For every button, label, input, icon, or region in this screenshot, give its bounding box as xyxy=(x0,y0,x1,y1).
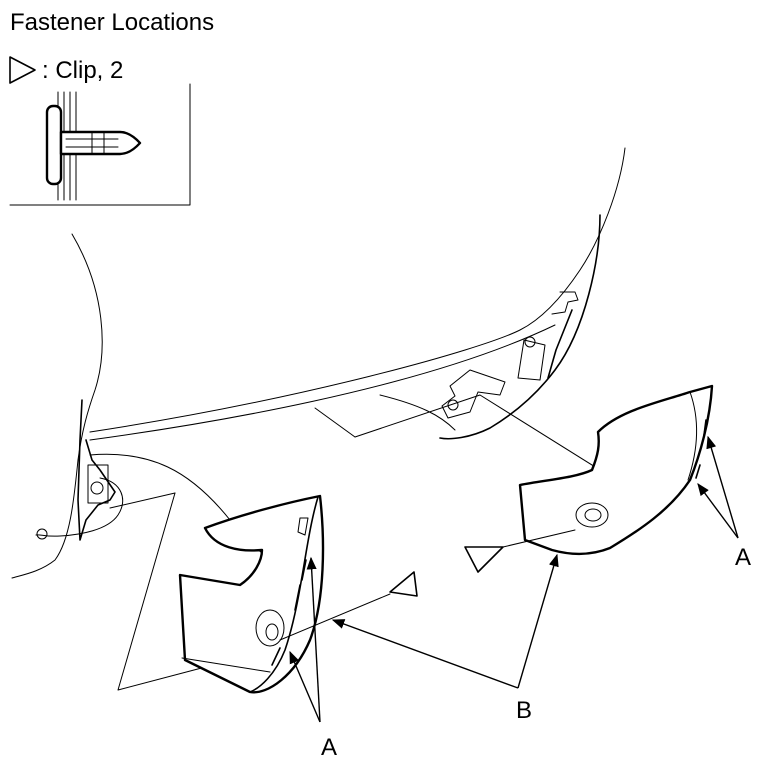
callout-leaders xyxy=(289,435,739,723)
right-splash-guard xyxy=(518,384,714,556)
clip-shank-icon xyxy=(59,130,142,156)
left-splash-guard xyxy=(178,494,325,694)
callout-a-right: A xyxy=(735,544,751,571)
clip-leader-left xyxy=(279,593,391,641)
legend-text: : Clip, 2 xyxy=(42,57,123,84)
callout-a-left: A xyxy=(321,734,337,761)
callout-b: B xyxy=(516,697,532,724)
clip-head-icon xyxy=(45,104,63,186)
page-title: Fastener Locations xyxy=(10,9,214,36)
triangle-icon xyxy=(9,56,36,84)
clip-detail-inset xyxy=(9,83,191,206)
clip-marker-triangle-right xyxy=(464,546,504,573)
clip-marker-triangle-left xyxy=(389,571,418,597)
inset-border xyxy=(9,83,191,206)
clip-leader-right xyxy=(502,529,576,548)
legend: : Clip, 2 xyxy=(9,56,123,84)
